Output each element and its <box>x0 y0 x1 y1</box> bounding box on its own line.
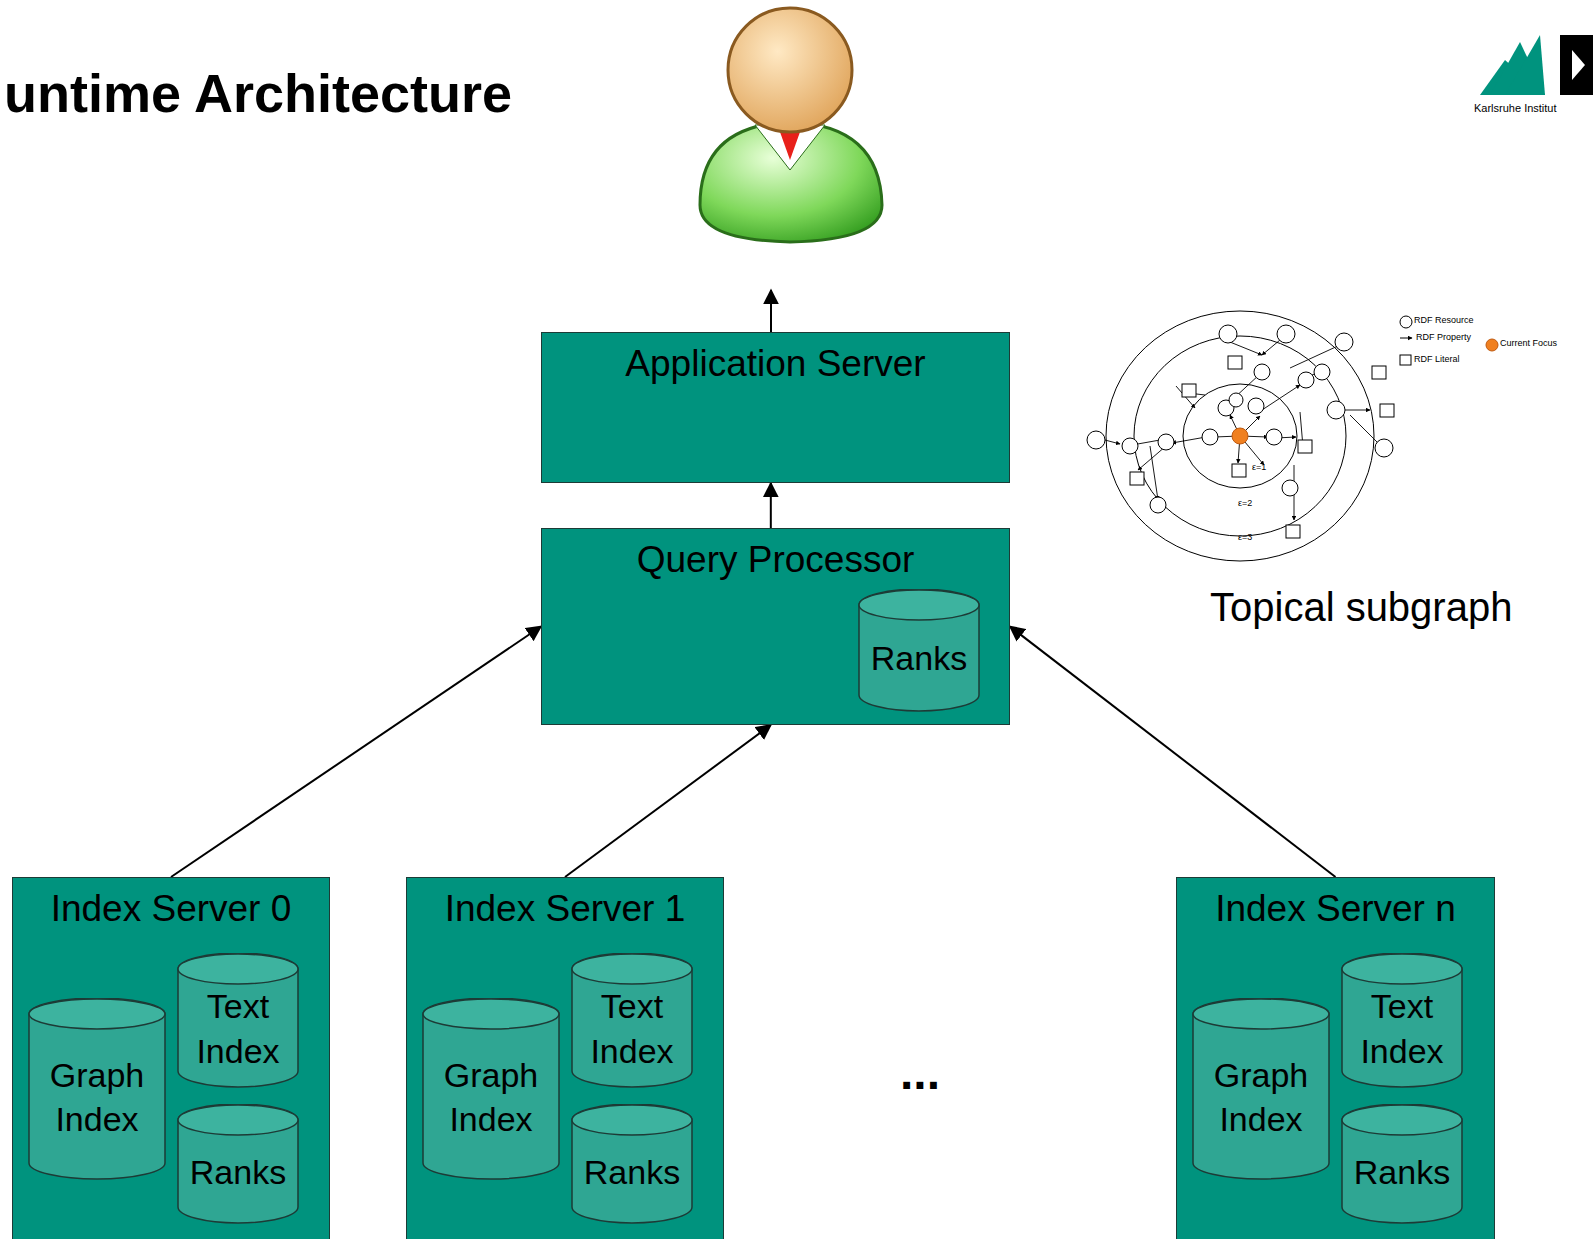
connector-arrow <box>1010 627 1336 878</box>
connector-arrow <box>171 627 541 878</box>
cylinder-label: Graph Index <box>422 1053 560 1141</box>
server-box: Application Server <box>541 332 1010 483</box>
database-cylinder: Ranks <box>1341 1104 1463 1224</box>
server-box: Index Server 1 Graph IndexText IndexRanks <box>406 877 724 1239</box>
cylinder-label: Text Index <box>177 984 299 1072</box>
cylinder-label: Ranks <box>1341 1150 1463 1194</box>
figure-label: Current Focus <box>1500 338 1557 348</box>
figure-caption: Topical subgraph <box>1210 585 1512 630</box>
figure-label: RDF Resource <box>1414 315 1474 325</box>
database-cylinder: Graph Index <box>422 998 560 1180</box>
figure-label: ε=2 <box>1238 498 1252 508</box>
database-cylinder: Graph Index <box>28 998 166 1180</box>
cylinder-label: Text Index <box>571 984 693 1072</box>
cylinder-label: Graph Index <box>1192 1053 1330 1141</box>
cylinder-label: Ranks <box>571 1150 693 1194</box>
arrow-to-user <box>770 290 772 332</box>
server-box: Index Server 0 Graph IndexText IndexRanks <box>12 877 330 1239</box>
database-cylinder: Ranks <box>571 1104 693 1224</box>
connector-arrow <box>565 725 771 877</box>
figure-label: RDF Property <box>1416 332 1471 342</box>
box-title: Index Server 1 <box>407 888 723 930</box>
database-cylinder: Text Index <box>571 953 693 1088</box>
box-title: Application Server <box>542 343 1009 385</box>
box-title: Query Processor <box>542 539 1009 581</box>
database-cylinder: Text Index <box>1341 953 1463 1088</box>
figure-label: ε=1 <box>1252 462 1266 472</box>
logo <box>1480 35 1593 95</box>
connector-arrow <box>770 483 772 528</box>
cylinder-label: Ranks <box>858 636 980 680</box>
figure-label: ε=3 <box>1238 532 1252 542</box>
cylinder-label: Graph Index <box>28 1053 166 1141</box>
database-cylinder: Text Index <box>177 953 299 1088</box>
database-cylinder: Ranks <box>177 1104 299 1224</box>
ellipsis: ... <box>900 1045 940 1100</box>
box-title: Index Server n <box>1177 888 1494 930</box>
topical-subgraph <box>1087 311 1498 561</box>
server-box: Index Server n Graph IndexText IndexRanks <box>1176 877 1495 1239</box>
logo-text: Karlsruhe Institut <box>1474 102 1557 114</box>
server-box: Query ProcessorRanks <box>541 528 1010 725</box>
user-icon <box>700 8 882 242</box>
database-cylinder: Graph Index <box>1192 998 1330 1180</box>
database-cylinder: Ranks <box>858 589 980 712</box>
box-title: Index Server 0 <box>13 888 329 930</box>
title: untime Architecture <box>4 62 512 124</box>
figure-label: RDF Literal <box>1414 354 1460 364</box>
cylinder-label: Text Index <box>1341 984 1463 1072</box>
cylinder-label: Ranks <box>177 1150 299 1194</box>
